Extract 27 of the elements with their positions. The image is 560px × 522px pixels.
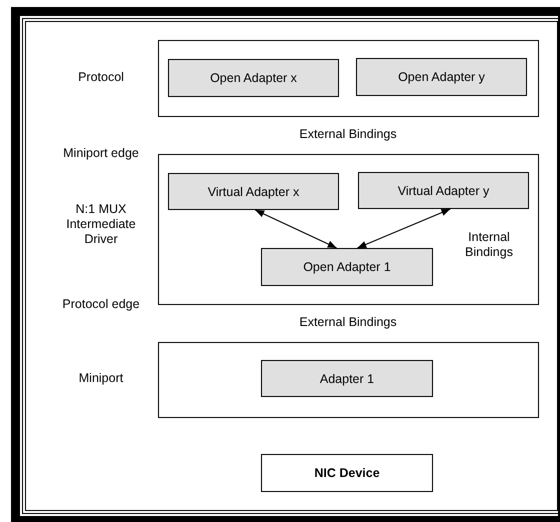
layer-label: N:1 MUX Intermediate Driver bbox=[65, 202, 137, 247]
layer-label: Protocol bbox=[77, 70, 125, 85]
node-label: Virtual Adapter y bbox=[398, 184, 490, 198]
adapter-box bbox=[168, 59, 339, 97]
node-label: Virtual Adapter x bbox=[208, 184, 300, 198]
node-label: NIC Device bbox=[314, 466, 380, 480]
node-label: Open Adapter 1 bbox=[303, 260, 391, 274]
binding-label: Protocol edge bbox=[61, 297, 141, 312]
binding-label: Miniport edge bbox=[62, 146, 140, 161]
binding-label: External Bindings bbox=[298, 315, 398, 330]
layer-box bbox=[158, 40, 539, 117]
adapter-box bbox=[261, 360, 433, 397]
bidirectional-arrow bbox=[254, 210, 338, 248]
adapter-box bbox=[261, 248, 433, 286]
bidirectional-arrow bbox=[356, 208, 451, 248]
adapter-box bbox=[168, 173, 339, 210]
layer-box bbox=[158, 154, 539, 305]
binding-label: Internal Bindings bbox=[464, 230, 514, 260]
binding-label: External Bindings bbox=[298, 127, 398, 142]
node-label: Adapter 1 bbox=[320, 372, 374, 386]
adapter-box bbox=[356, 58, 527, 96]
device-box bbox=[261, 454, 433, 492]
layer-label: Miniport bbox=[78, 371, 124, 386]
layer-box bbox=[158, 342, 539, 418]
node-label: Open Adapter x bbox=[210, 71, 297, 85]
adapter-box bbox=[358, 172, 529, 209]
node-label: Open Adapter y bbox=[398, 70, 485, 84]
